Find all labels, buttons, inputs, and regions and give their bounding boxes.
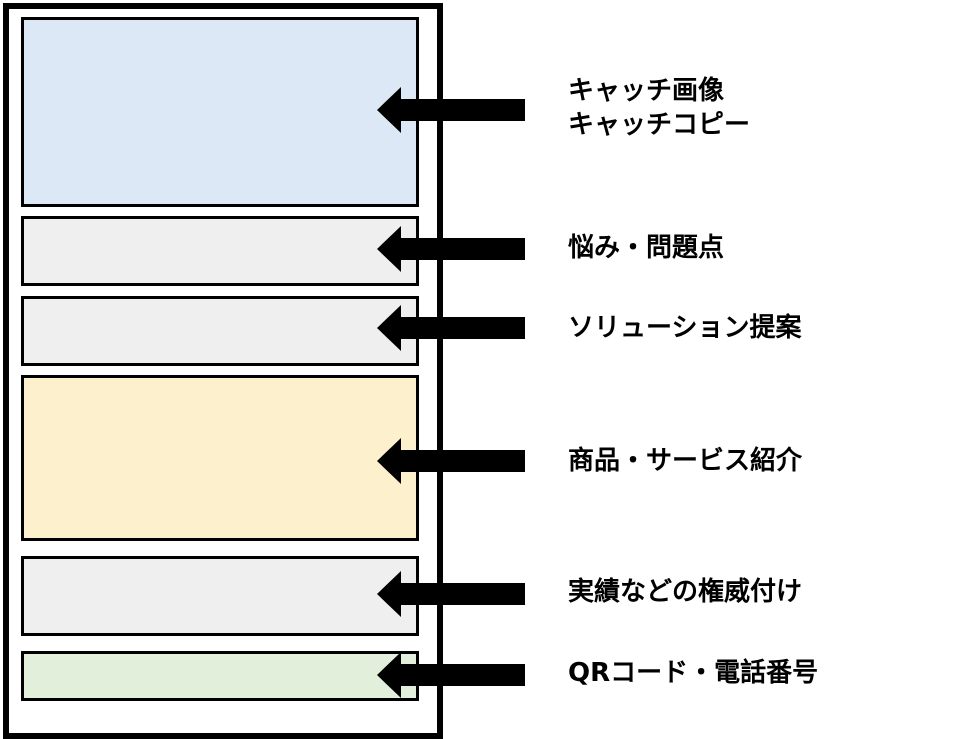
- section-solution: [21, 296, 419, 366]
- section-product: [21, 375, 419, 541]
- section-contact: [21, 651, 419, 701]
- arrow-authority: [377, 571, 525, 617]
- section-authority: [21, 556, 419, 636]
- label-catch: キャッチ画像 キャッチコピー: [568, 74, 750, 142]
- section-catch: [21, 17, 419, 207]
- arrow-contact: [377, 652, 525, 698]
- label-authority-line-1: 実績などの権威付け: [568, 577, 803, 607]
- label-authority: 実績などの権威付け: [568, 575, 802, 609]
- section-problem: [21, 216, 419, 286]
- label-contact-line-1: QRコード・電話番号: [568, 658, 819, 688]
- label-product: 商品・サービス紹介: [568, 444, 802, 478]
- label-problem: 悩み・問題点: [568, 231, 724, 265]
- arrow-solution: [377, 305, 525, 351]
- label-contact: QRコード・電話番号: [568, 656, 818, 690]
- label-problem-line-1: 悩み・問題点: [568, 233, 725, 263]
- arrow-problem: [377, 226, 525, 272]
- label-catch-line-2: キャッチコピー: [568, 110, 751, 140]
- label-solution: ソリューション提案: [568, 311, 801, 345]
- label-solution-line-1: ソリューション提案: [568, 313, 802, 343]
- arrow-product: [377, 438, 525, 484]
- label-product-line-1: 商品・サービス紹介: [568, 446, 803, 476]
- arrow-catch: [377, 87, 525, 133]
- label-catch-line-1: キャッチ画像: [568, 76, 725, 106]
